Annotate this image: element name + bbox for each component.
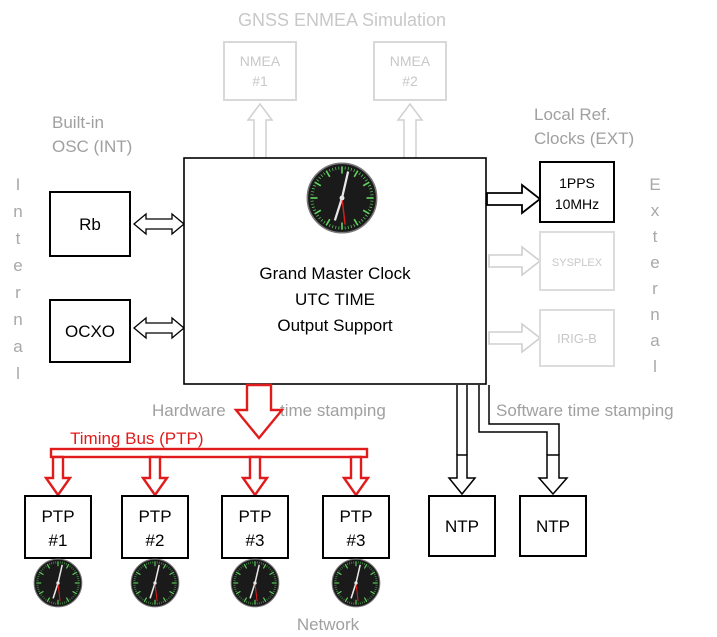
- rb-double-arrow: [132, 212, 186, 236]
- ptp-number: #2: [146, 531, 165, 550]
- ocxo-oscillator-box: OCXO: [49, 299, 131, 363]
- ptp-clock-icon-3: [230, 558, 280, 608]
- irigb-arrow: [488, 322, 542, 354]
- external-letter: a: [650, 331, 660, 350]
- ptp-box-3: PTP #3: [221, 495, 289, 608]
- ptp-clock-icon-2: [130, 558, 180, 608]
- ptp-arrow-2: [140, 455, 170, 498]
- nmea-2-box: NMEA #2: [373, 41, 447, 101]
- ntp-1-label: NTP: [445, 517, 479, 536]
- nmea-2-number: #2: [402, 73, 418, 89]
- timing-bus-label: Timing Bus (PTP): [70, 429, 204, 448]
- external-letter: r: [652, 279, 658, 298]
- network-label: Network: [297, 615, 360, 634]
- internal-letter: n: [13, 202, 22, 221]
- hardware-red-arrow: [233, 383, 285, 440]
- ptp-number: #3: [347, 531, 366, 550]
- irigb-label: IRIG-B: [557, 331, 597, 346]
- ptp-box-4: PTP #3: [322, 495, 390, 608]
- ntp-1-box: NTP: [428, 495, 496, 557]
- ptp-arrow-4: [341, 455, 371, 498]
- nmea-1-number: #1: [252, 73, 268, 89]
- irigb-box: IRIG-B: [539, 309, 615, 367]
- external-letter: t: [653, 227, 658, 246]
- external-letter: n: [650, 305, 659, 324]
- nmea-1-label: NMEA: [240, 53, 281, 69]
- ptp-box-1: PTP #1: [24, 495, 92, 608]
- pps-arrow: [486, 183, 542, 215]
- ptp-label: PTP: [339, 507, 372, 526]
- external-letter: e: [650, 253, 659, 272]
- ptp-box-2: PTP #2: [121, 495, 189, 608]
- ntp-connectors: [456, 385, 560, 455]
- pps-label: 1PPS: [559, 175, 595, 191]
- nmea-1-box: NMEA #1: [223, 41, 297, 101]
- ptp-label: PTP: [138, 507, 171, 526]
- sysplex-label: SYSPLEX: [552, 257, 603, 269]
- ptp-clock-icon-4: [331, 558, 381, 608]
- ntp-1-arrow: [447, 454, 477, 496]
- local-ref-label-line2: Clocks (EXT): [534, 129, 634, 148]
- timing-bus: [49, 447, 369, 459]
- ptp-label: PTP: [238, 507, 271, 526]
- mhz-label: 10MHz: [555, 196, 599, 212]
- builtin-osc-label-line2: OSC (INT): [52, 137, 132, 156]
- sysplex-arrow: [488, 245, 542, 277]
- nmea-1-arrow: [246, 102, 274, 159]
- internal-letter: l: [16, 364, 20, 383]
- ocxo-label: OCXO: [65, 322, 115, 341]
- time-stamping-label: time stamping: [280, 401, 386, 420]
- ntp-2-box: NTP: [519, 495, 587, 557]
- gnss-simulation-title: GNSS ENMEA Simulation: [238, 10, 446, 30]
- rb-label: Rb: [79, 215, 101, 234]
- nmea-2-label: NMEA: [390, 53, 431, 69]
- internal-letter: n: [13, 310, 22, 329]
- internal-letter: r: [15, 283, 21, 302]
- external-letter: x: [651, 201, 660, 220]
- rb-oscillator-box: Rb: [49, 191, 131, 257]
- sysplex-box: SYSPLEX: [539, 231, 615, 291]
- internal-letter: a: [13, 337, 23, 356]
- gm-output-support: Output Support: [277, 316, 393, 335]
- external-letter: E: [649, 175, 660, 194]
- ntp-2-label: NTP: [536, 517, 570, 536]
- gm-clock-icon: [306, 162, 378, 234]
- internal-letter: t: [16, 229, 21, 248]
- ntp-2-arrow: [537, 454, 569, 496]
- ptp-bus-arrows: [43, 455, 371, 498]
- ptp-arrow-1: [43, 455, 73, 498]
- ocxo-double-arrow: [132, 316, 186, 340]
- pps-10mhz-box: 1PPS 10MHz: [539, 161, 615, 223]
- nmea-2-arrow: [396, 102, 424, 159]
- hardware-label: Hardware: [152, 401, 226, 420]
- gm-title: Grand Master Clock: [259, 264, 411, 283]
- external-letter: l: [653, 357, 657, 376]
- internal-letter: e: [13, 256, 22, 275]
- local-ref-label-line1: Local Ref.: [534, 105, 611, 124]
- ptp-number: #3: [246, 531, 265, 550]
- software-time-stamping-label: Software time stamping: [496, 401, 674, 420]
- ptp-label: PTP: [41, 507, 74, 526]
- builtin-osc-label-line1: Built-in: [52, 113, 104, 132]
- gm-utc-time: UTC TIME: [295, 290, 375, 309]
- ptp-number: #1: [49, 531, 68, 550]
- ptp-clock-icon-1: [33, 558, 83, 608]
- ptp-arrow-3: [240, 455, 270, 498]
- internal-letter: I: [16, 175, 21, 194]
